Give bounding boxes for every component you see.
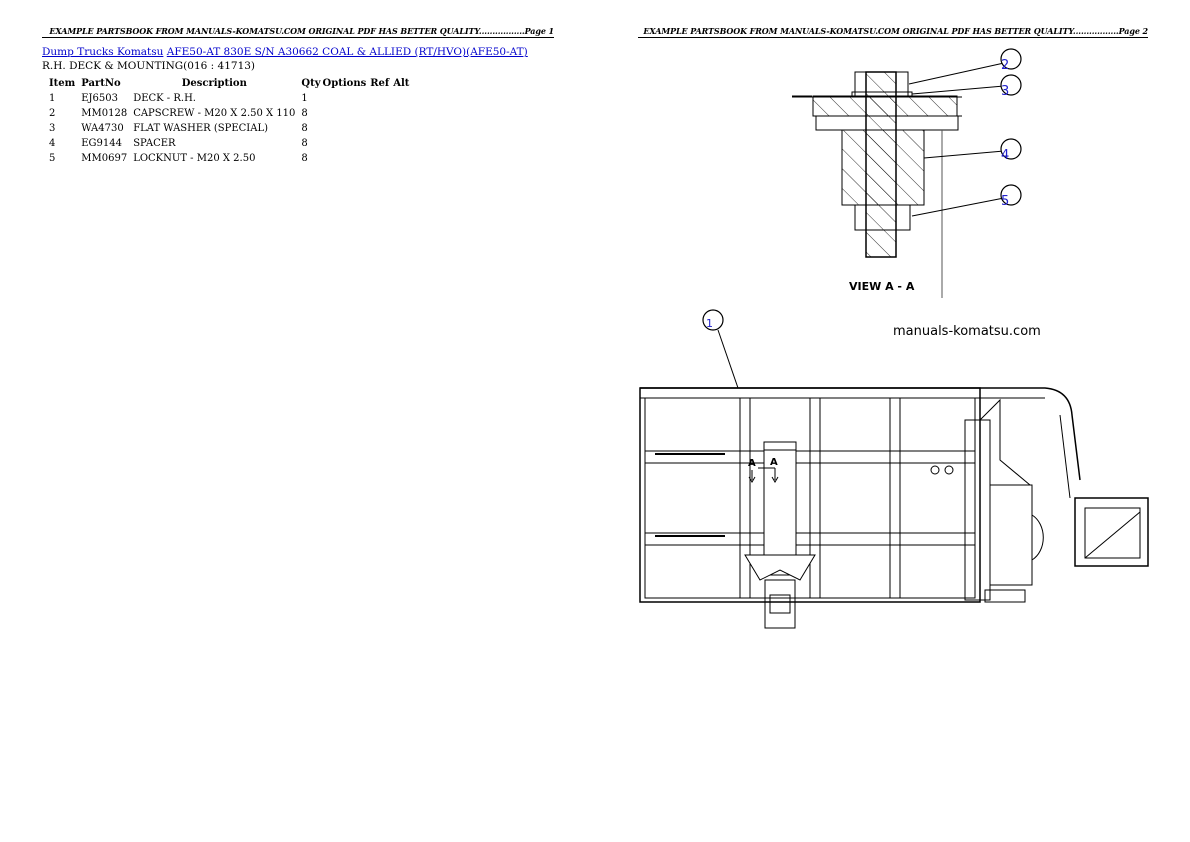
callout-3: 3: [1001, 84, 1009, 99]
col-partno: PartNo: [81, 78, 121, 89]
callout-numbers: 2 3 4 5 1: [706, 58, 1009, 330]
cell-partno: MM0128: [81, 108, 128, 119]
table-header-row: Item PartNo Description Qty Options Ref …: [46, 77, 412, 91]
cell-partno: MM0697: [81, 153, 128, 164]
col-description: Description: [181, 78, 247, 89]
watermark: manuals-komatsu.com: [893, 324, 1041, 339]
table-row: 4 EG9144 SPACER 8: [46, 136, 412, 151]
callout-4: 4: [1001, 148, 1009, 163]
col-ref: Ref: [370, 78, 390, 89]
cell-partno: EJ6503: [81, 93, 119, 104]
table-row: 5 MM0697 LOCKNUT - M20 X 2.50 8: [46, 151, 412, 166]
callout-5: 5: [1001, 194, 1009, 209]
svg-text:A: A: [748, 458, 756, 469]
table-row: 2 MM0128 CAPSCREW - M20 X 2.50 X 110 8: [46, 106, 412, 121]
breadcrumb: Dump Trucks Komatsu AFE50-AT 830E S/N A3…: [42, 46, 528, 58]
table-row: 1 EJ6503 DECK - R.H. 1: [46, 91, 412, 106]
cell-qty: 1: [301, 93, 308, 104]
cell-description: LOCKNUT - M20 X 2.50: [133, 153, 256, 164]
callout-1: 1: [706, 317, 713, 330]
cell-partno: WA4730: [81, 123, 124, 134]
cell-description: SPACER: [133, 138, 176, 149]
section-marks: A A: [748, 457, 779, 483]
cell-qty: 8: [301, 153, 308, 164]
parts-table: Item PartNo Description Qty Options Ref …: [46, 77, 412, 166]
callout-2: 2: [1001, 58, 1009, 73]
exploded-parts-diagram: 2 3 4 5 1 VIEW A - A: [639, 48, 1149, 629]
cell-description: FLAT WASHER (SPECIAL): [133, 123, 269, 134]
breadcrumb-link-category[interactable]: Dump Trucks Komatsu: [42, 46, 164, 58]
page-header-2: EXAMPLE PARTSBOOK FROM MANUALS-KOMATSU.C…: [638, 26, 1148, 38]
cell-partno: EG9144: [81, 138, 122, 149]
cell-qty: 8: [301, 108, 308, 119]
callout-circles: [702, 48, 1022, 331]
callout-leaders: [717, 62, 1005, 389]
cell-qty: 8: [301, 123, 308, 134]
cell-description: DECK - R.H.: [133, 93, 196, 104]
section-title: R.H. DECK & MOUNTING(016 : 41713): [42, 60, 256, 72]
table-row: 3 WA4730 FLAT WASHER (SPECIAL) 8: [46, 121, 412, 136]
col-qty: Qty: [301, 78, 321, 89]
svg-text:A: A: [770, 457, 778, 468]
cell-item: 5: [49, 153, 56, 164]
col-options: Options: [322, 78, 367, 89]
col-alt: Alt: [393, 78, 410, 89]
deck-plan-view: [639, 387, 1149, 629]
cell-item: 3: [49, 123, 56, 134]
cell-qty: 8: [301, 138, 308, 149]
page-header-1: EXAMPLE PARTSBOOK FROM MANUALS-KOMATSU.C…: [42, 26, 554, 38]
breadcrumb-link-model[interactable]: AFE50-AT 830E S/N A30662 COAL & ALLIED (…: [166, 46, 528, 58]
cell-item: 4: [49, 138, 56, 149]
cell-item: 1: [49, 93, 56, 104]
cell-item: 2: [49, 108, 56, 119]
col-item: Item: [49, 78, 76, 89]
section-view-a-a: [792, 71, 962, 298]
cell-description: CAPSCREW - M20 X 2.50 X 110: [133, 108, 296, 119]
view-label: VIEW A - A: [849, 280, 915, 293]
